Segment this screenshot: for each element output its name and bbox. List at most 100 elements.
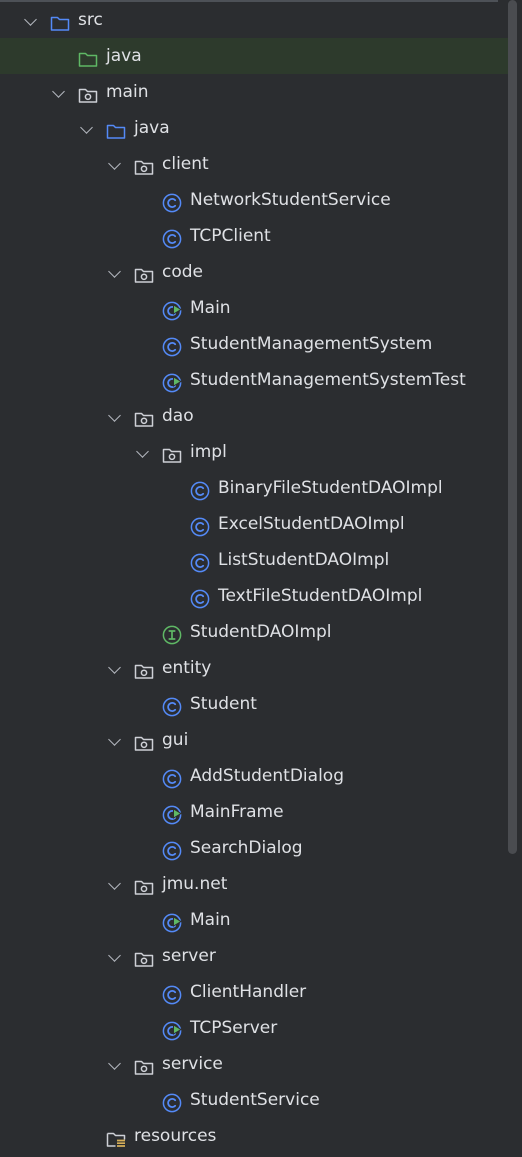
package-icon [134, 262, 154, 283]
chevron-down-icon[interactable] [24, 13, 37, 26]
tree-node-label: service [162, 1054, 223, 1074]
tree-node-label: client [162, 154, 209, 174]
tree-node[interactable]: gui [0, 722, 508, 758]
class-icon [162, 1090, 182, 1113]
class-icon [190, 550, 210, 573]
tree-node[interactable]: StudentManagementSystem [0, 326, 508, 362]
tree-node[interactable]: Main [0, 290, 508, 326]
tree-node[interactable]: StudentDAOImpl [0, 614, 508, 650]
chevron-down-icon[interactable] [108, 661, 121, 674]
class-icon [162, 694, 182, 717]
class-icon [190, 514, 210, 537]
tree-node[interactable]: TextFileStudentDAOImpl [0, 578, 508, 614]
chevron-down-icon[interactable] [108, 157, 121, 170]
runnable-class-icon [162, 802, 182, 825]
tree-node[interactable]: StudentManagementSystemTest [0, 362, 508, 398]
tree-node-label: java [134, 118, 170, 138]
package-icon [134, 1054, 154, 1075]
chevron-down-icon[interactable] [108, 265, 121, 278]
tree-node-label: TCPServer [190, 1018, 278, 1038]
tree-node[interactable]: server [0, 938, 508, 974]
tree-node-label: StudentManagementSystem [190, 334, 433, 354]
tree-node[interactable]: java [0, 38, 508, 74]
tree-node[interactable]: Student [0, 686, 508, 722]
chevron-down-icon[interactable] [108, 949, 121, 962]
tree-node-label: TextFileStudentDAOImpl [218, 586, 423, 606]
tree-node[interactable]: ListStudentDAOImpl [0, 542, 508, 578]
runnable-class-icon [162, 298, 182, 321]
runnable-class-icon [162, 1018, 182, 1041]
tree-node-label: StudentManagementSystemTest [190, 370, 466, 390]
folder-icon [50, 10, 70, 31]
tree-node-label: resources [134, 1126, 217, 1146]
tree-node[interactable]: src [0, 2, 508, 38]
panel-top-border [0, 0, 498, 2]
folder-icon [106, 118, 126, 139]
tree-node[interactable]: BinaryFileStudentDAOImpl [0, 470, 508, 506]
tree-node-label: entity [162, 658, 212, 678]
tree-node[interactable]: entity [0, 650, 508, 686]
tree-node[interactable]: java [0, 110, 508, 146]
runnable-class-icon [162, 370, 182, 393]
tree-node-label: Main [190, 298, 231, 318]
class-icon [162, 226, 182, 249]
package-icon [134, 946, 154, 967]
tree-node[interactable]: code [0, 254, 508, 290]
resources-folder-icon [106, 1126, 126, 1147]
tree-node[interactable]: ClientHandler [0, 974, 508, 1010]
class-icon [162, 838, 182, 861]
tree-node[interactable]: TCPServer [0, 1010, 508, 1046]
chevron-down-icon[interactable] [80, 121, 93, 134]
tree-node-label: TCPClient [190, 226, 271, 246]
tree-node[interactable]: ExcelStudentDAOImpl [0, 506, 508, 542]
tree-node-label: dao [162, 406, 194, 426]
tree-node-label: ListStudentDAOImpl [218, 550, 390, 570]
vertical-scrollbar[interactable] [508, 0, 517, 854]
tree-node-label: java [106, 46, 142, 66]
runnable-class-icon [162, 910, 182, 933]
tree-node-label: Main [190, 910, 231, 930]
tree-node[interactable]: MainFrame [0, 794, 508, 830]
tree-node[interactable]: SearchDialog [0, 830, 508, 866]
package-icon [134, 730, 154, 751]
tree-node-label: Student [190, 694, 257, 714]
tree-node[interactable]: main [0, 74, 508, 110]
tree-node[interactable]: dao [0, 398, 508, 434]
tree-node[interactable]: impl [0, 434, 508, 470]
tree-node-label: src [78, 10, 103, 30]
tree-node[interactable]: TCPClient [0, 218, 508, 254]
tree-node-label: gui [162, 730, 189, 750]
tree-node[interactable]: Main [0, 902, 508, 938]
tree-node[interactable]: resources [0, 1118, 508, 1154]
tree-node[interactable]: StudentService [0, 1082, 508, 1118]
tree-node[interactable]: NetworkStudentService [0, 182, 508, 218]
chevron-down-icon[interactable] [108, 733, 121, 746]
tree-node[interactable]: AddStudentDialog [0, 758, 508, 794]
tree-node-label: NetworkStudentService [190, 190, 391, 210]
class-icon [162, 334, 182, 357]
tree-node[interactable]: client [0, 146, 508, 182]
class-icon [162, 766, 182, 789]
tree-node-label: impl [190, 442, 227, 462]
interface-icon [162, 622, 182, 645]
class-icon [190, 478, 210, 501]
package-icon [134, 154, 154, 175]
class-icon [162, 190, 182, 213]
chevron-down-icon[interactable] [108, 409, 121, 422]
tree-node-label: main [106, 82, 149, 102]
chevron-down-icon[interactable] [136, 445, 149, 458]
tree-node-label: StudentDAOImpl [190, 622, 332, 642]
chevron-down-icon[interactable] [52, 85, 65, 98]
class-icon [162, 982, 182, 1005]
tree-node-label: AddStudentDialog [190, 766, 344, 786]
tree-node[interactable]: jmu.net [0, 866, 508, 902]
package-icon [134, 406, 154, 427]
package-icon [162, 442, 182, 463]
chevron-down-icon[interactable] [108, 877, 121, 890]
test-folder-icon [78, 46, 98, 67]
tree-node[interactable]: service [0, 1046, 508, 1082]
package-icon [134, 658, 154, 679]
tree-node-label: server [162, 946, 216, 966]
chevron-down-icon[interactable] [108, 1057, 121, 1070]
